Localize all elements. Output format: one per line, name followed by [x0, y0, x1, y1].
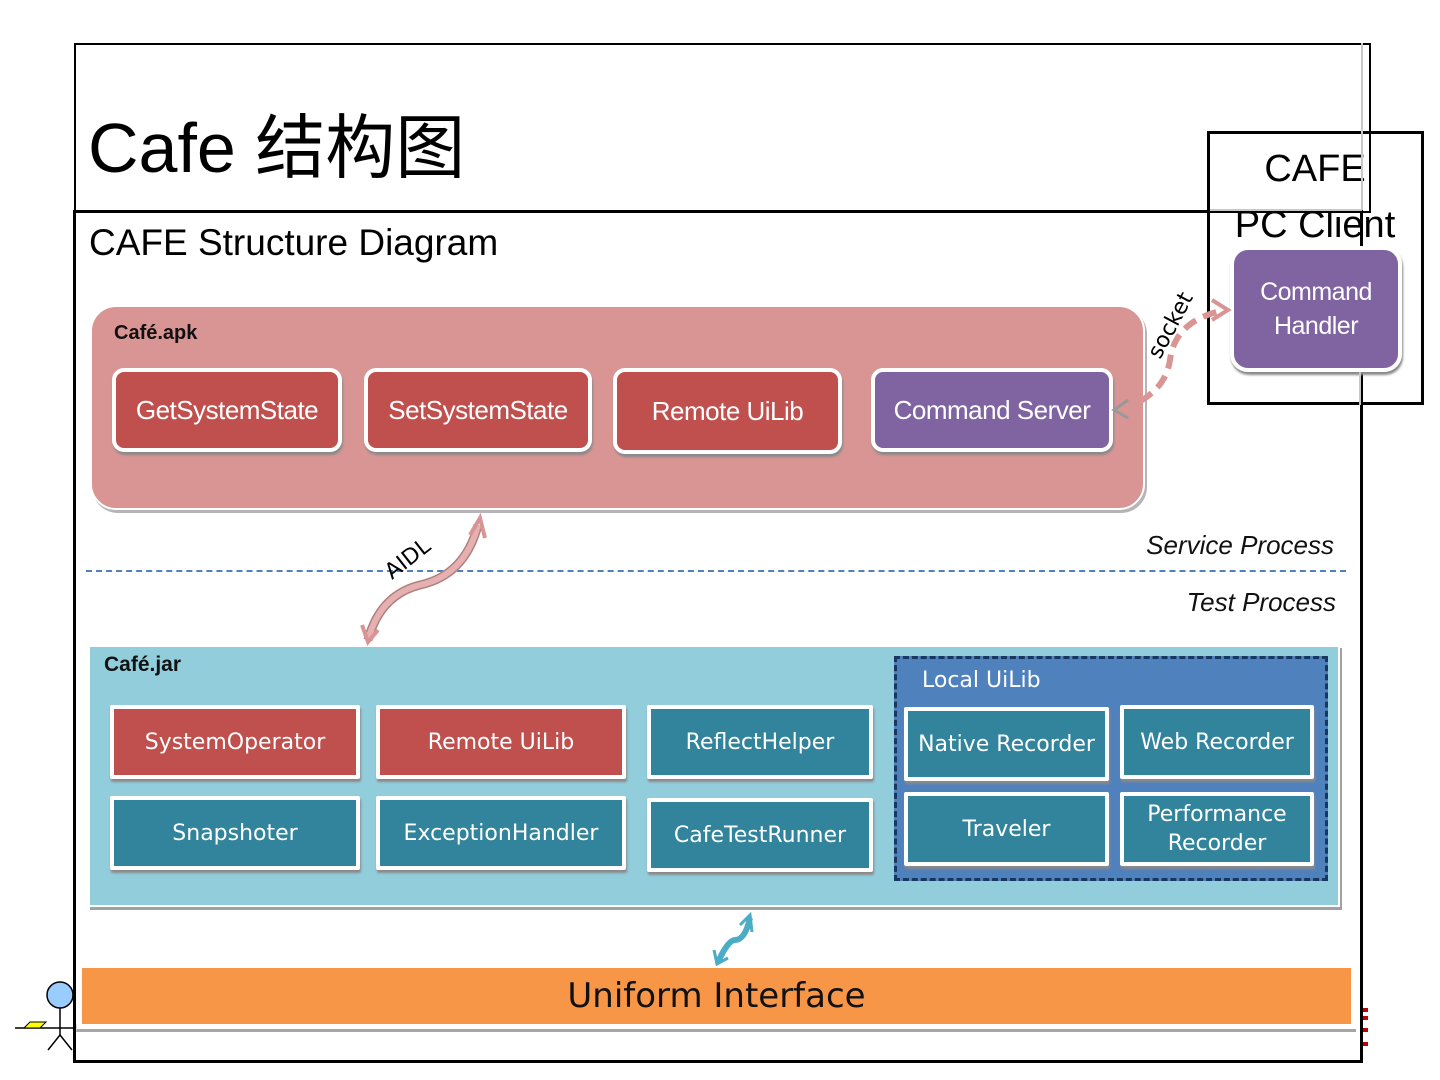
- module-command-handler[interactable]: Command Handler: [1230, 246, 1402, 372]
- aidl-arrow: [360, 512, 487, 646]
- module-remote-uilib-apk[interactable]: Remote UiLib: [613, 368, 842, 454]
- user-figure-icon: [15, 981, 75, 1051]
- module-native-recorder[interactable]: Native Recorder: [904, 707, 1109, 781]
- module-reflect-helper[interactable]: ReflectHelper: [647, 705, 873, 779]
- module-command-server[interactable]: Command Server: [871, 368, 1113, 452]
- module-get-system-state[interactable]: GetSystemState: [112, 368, 342, 452]
- module-exception-handler[interactable]: ExceptionHandler: [376, 796, 626, 870]
- module-cafe-test-runner[interactable]: CafeTestRunner: [647, 798, 873, 872]
- page-title: Cafe 结构图: [88, 109, 466, 187]
- pc-client-title-line1: CAFE: [1264, 148, 1366, 190]
- content-frame: [73, 210, 1363, 1063]
- module-system-operator[interactable]: SystemOperator: [110, 705, 360, 779]
- module-traveler[interactable]: Traveler: [904, 792, 1109, 866]
- red-mark: [1363, 1008, 1368, 1046]
- command-handler-line2: Handler: [1273, 312, 1359, 340]
- performance-recorder-line2: Recorder: [1167, 831, 1267, 856]
- service-process-label: Service Process: [1146, 530, 1334, 560]
- process-divider: [86, 570, 1346, 572]
- aidl-label: AIDL: [380, 533, 436, 584]
- uniform-interface-arrow: [712, 911, 754, 967]
- module-set-system-state[interactable]: SetSystemState: [364, 368, 592, 452]
- module-performance-recorder[interactable]: Performance Recorder: [1120, 792, 1314, 866]
- performance-recorder-line1: Performance: [1147, 802, 1287, 827]
- uniform-interface-shadow: [76, 1024, 1356, 1032]
- diagram-subtitle: CAFE Structure Diagram: [89, 222, 499, 263]
- test-process-label: Test Process: [1186, 587, 1336, 617]
- uniform-interface-bar[interactable]: Uniform Interface: [82, 968, 1351, 1024]
- cafe-jar-label: Café.jar: [104, 653, 182, 676]
- socket-arrow: [1111, 298, 1232, 420]
- module-snapshoter[interactable]: Snapshoter: [110, 796, 360, 870]
- pc-client-box: [1207, 131, 1424, 405]
- cafe-apk-label: Café.apk: [114, 322, 198, 344]
- module-web-recorder[interactable]: Web Recorder: [1120, 705, 1314, 779]
- module-remote-uilib-jar[interactable]: Remote UiLib: [376, 705, 626, 779]
- local-uilib-label: Local UiLib: [922, 668, 1041, 693]
- command-handler-line1: Command: [1260, 278, 1372, 306]
